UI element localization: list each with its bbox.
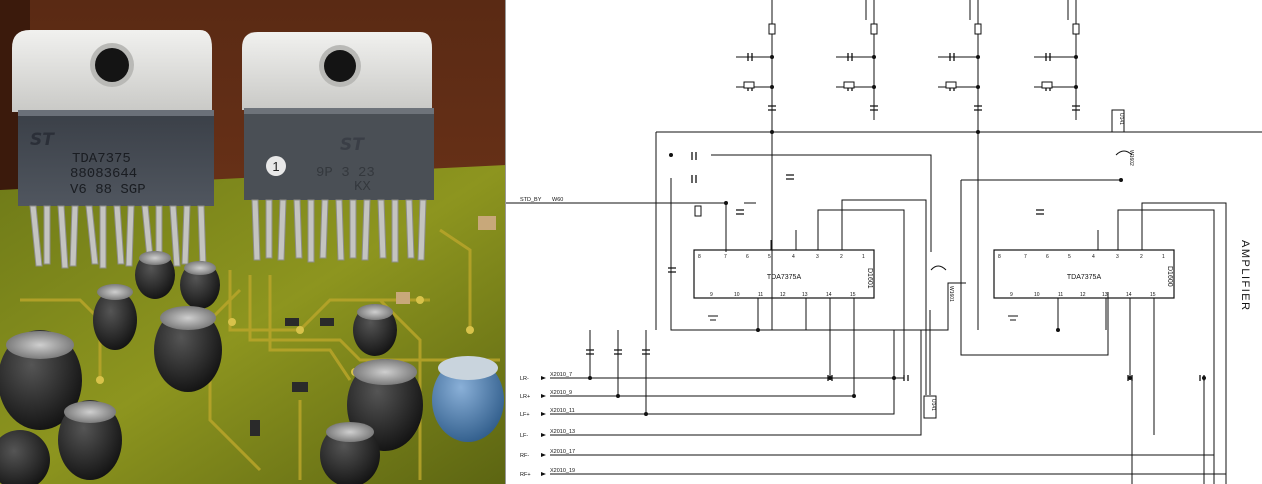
amplifier-schematic: TDA7375A D1601 TDA7375A D1600 8 7 6 5 4 3 2 1 9… (506, 0, 1262, 484)
svg-text:10: 10 (734, 292, 740, 298)
net-lr-minus: LR- (520, 376, 529, 382)
svg-text:7: 7 (1024, 254, 1027, 260)
capacitor-symbols (586, 53, 1205, 381)
ic-chip-left: ST TDA7375 88083644 V6 88 SGP (12, 30, 214, 269)
svg-text:14: 14 (1126, 292, 1132, 298)
resistor-symbols (694, 23, 1080, 217)
pin1-marker: 1 (272, 159, 279, 174)
svg-text:13: 13 (1102, 292, 1108, 298)
smd-parts (250, 216, 496, 436)
svg-text:9: 9 (1010, 292, 1013, 298)
svg-text:6: 6 (1046, 254, 1049, 260)
u141-bottom-label: U141 (930, 399, 936, 411)
svg-text:3: 3 (1116, 254, 1119, 260)
svg-text:15: 15 (1150, 292, 1156, 298)
chip-origin-code: V6 88 SGP (70, 182, 146, 198)
net-rf-minus: RF- (520, 453, 529, 459)
chip2-date-code: 9P 3 23 (316, 165, 375, 181)
pin-x2010-9: X2010_9 (550, 390, 572, 396)
u141-box-bottom (923, 395, 937, 419)
svg-text:2: 2 (840, 254, 843, 260)
chip-date-code: 88083644 (70, 166, 137, 182)
svg-text:8: 8 (998, 254, 1001, 260)
svg-text:14: 14 (826, 292, 832, 298)
net-lf-plus: LF+ (520, 412, 530, 418)
chip-part-number: TDA7375 (72, 151, 131, 167)
net-rf-plus: RF+ (520, 472, 531, 478)
svg-text:13: 13 (802, 292, 808, 298)
st-logo: ST (30, 130, 55, 150)
svg-text:7: 7 (724, 254, 727, 260)
ic-d1600-box (993, 249, 1175, 299)
pin-x2010-7: X2010_7 (550, 372, 572, 378)
ic-chip-right: ST 1 9P 3 23 KX (242, 32, 434, 263)
svg-text:12: 12 (1080, 292, 1086, 298)
ic-d1601-box (693, 249, 875, 299)
svg-text:15: 15 (850, 292, 856, 298)
svg-text:2: 2 (1140, 254, 1143, 260)
ic1-ref: D1601 (866, 268, 873, 289)
svg-text:12: 12 (780, 292, 786, 298)
ic2-ref: D1600 (1166, 266, 1173, 287)
svg-text:11: 11 (1058, 292, 1063, 298)
pin-x2010-19: X2010_19 (550, 468, 575, 474)
chip2-origin-code: KX (354, 179, 371, 195)
u141-box-top (1111, 109, 1125, 133)
svg-text:4: 4 (792, 254, 795, 260)
board-photo: ST TDA7375 88083644 V6 88 SGP ST 1 9P 3 … (0, 0, 506, 484)
svg-text:5: 5 (1068, 254, 1071, 260)
svg-text:3: 3 (816, 254, 819, 260)
ic1-part: TDA7375A (767, 274, 802, 281)
svg-text:10: 10 (1034, 292, 1040, 298)
svg-text:11: 11 (758, 292, 763, 298)
standby-net: STD_BY (520, 197, 542, 203)
ic2-part: TDA7375A (1067, 274, 1102, 281)
u141-top-label: U141 (1118, 113, 1124, 125)
svg-text:9: 9 (710, 292, 713, 298)
net-lf-minus: LF- (520, 433, 528, 439)
svg-text:1: 1 (862, 254, 865, 260)
electrolytic-capacitors (0, 251, 504, 484)
svg-text:5: 5 (768, 254, 771, 260)
svg-text:8: 8 (698, 254, 701, 260)
pin-x2010-11: X2010_11 (550, 408, 575, 414)
w1602-label: W1602 (1128, 150, 1134, 166)
standby-ref: W60 (552, 197, 563, 203)
w1601-label: W1601 (948, 286, 954, 302)
st-logo-faded: ST (340, 135, 365, 155)
schematic-title: AMPLIFIER (1239, 240, 1251, 312)
net-lr-plus: LR+ (520, 394, 530, 400)
pin-x2010-17: X2010_17 (550, 449, 575, 455)
pin-x2010-13: X2010_13 (550, 429, 575, 435)
svg-text:6: 6 (746, 254, 749, 260)
svg-text:4: 4 (1092, 254, 1095, 260)
svg-text:1: 1 (1162, 254, 1165, 260)
